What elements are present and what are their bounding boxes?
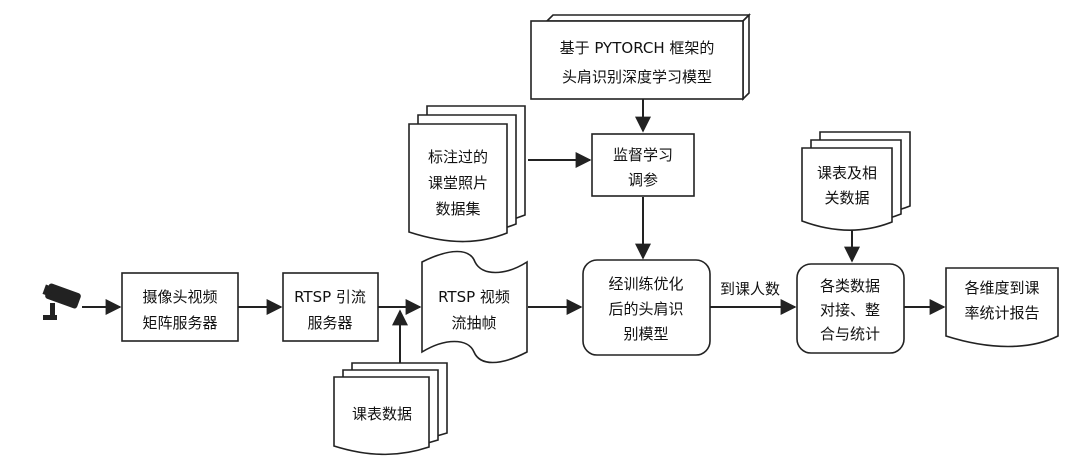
supervised-tuning-box: 监督学习 调参: [591, 133, 695, 197]
integration-box: 各类数据 对接、整 合与统计: [796, 263, 905, 354]
schedule-related-label-line1: 课表及相: [817, 164, 877, 182]
report-label-line2: 率统计报告: [964, 304, 1039, 322]
integration-label-line3: 合与统计: [820, 325, 880, 343]
report-document: 各维度到课 率统计报告: [945, 267, 1059, 348]
rtsp-frames-label-line1: RTSP 视频: [438, 288, 510, 306]
supervised-tuning-label-line2: 调参: [628, 171, 658, 189]
pytorch-model-box: 基于 PYTORCH 框架的 头肩识别深度学习模型: [530, 13, 751, 101]
rtsp-frames-label-line2: 流抽帧: [451, 314, 496, 332]
labeled-photos-label-line1: 标注过的: [428, 148, 488, 166]
schedule-data-document-stack: 课表数据: [333, 362, 448, 456]
rtsp-server-label-line1: RTSP 引流: [294, 288, 366, 306]
integration-label-line2: 对接、整: [820, 301, 880, 319]
report-label-line1: 各维度到课: [964, 279, 1039, 297]
labeled-photos-label-line3: 数据集: [435, 200, 480, 218]
camera-server-label-line2: 矩阵服务器: [142, 314, 217, 332]
attendance-count-edge-label: 到课人数: [720, 280, 780, 298]
rtsp-frames-tape: RTSP 视频 流抽帧: [421, 250, 528, 364]
rtsp-server-box: RTSP 引流 服务器: [282, 272, 379, 342]
schedule-data-label: 课表数据: [352, 405, 412, 423]
integration-label-line1: 各类数据: [820, 277, 880, 295]
pytorch-model-label-line1: 基于 PYTORCH 框架的: [560, 39, 715, 57]
optimized-model-label-line2: 后的头肩识: [608, 300, 683, 318]
labeled-photos-document-stack: 标注过的 课堂照片 数据集: [408, 105, 526, 243]
optimized-model-label-line1: 经训练优化: [608, 275, 683, 293]
schedule-related-document-stack: 课表及相 关数据: [801, 131, 911, 231]
optimized-model-label-line3: 别模型: [623, 325, 668, 343]
cctv-camera-icon: [42, 283, 81, 320]
optimized-model-box: 经训练优化 后的头肩识 别模型: [582, 259, 711, 356]
camera-server-label-line1: 摄像头视频: [142, 288, 217, 306]
rtsp-server-label-line2: 服务器: [307, 314, 352, 332]
schedule-related-label-line2: 关数据: [824, 189, 869, 207]
labeled-photos-label-line2: 课堂照片: [428, 174, 488, 192]
pytorch-model-label-line2: 头肩识别深度学习模型: [562, 68, 712, 86]
supervised-tuning-label-line1: 监督学习: [613, 146, 673, 164]
camera-server-box: 摄像头视频 矩阵服务器: [121, 272, 239, 342]
